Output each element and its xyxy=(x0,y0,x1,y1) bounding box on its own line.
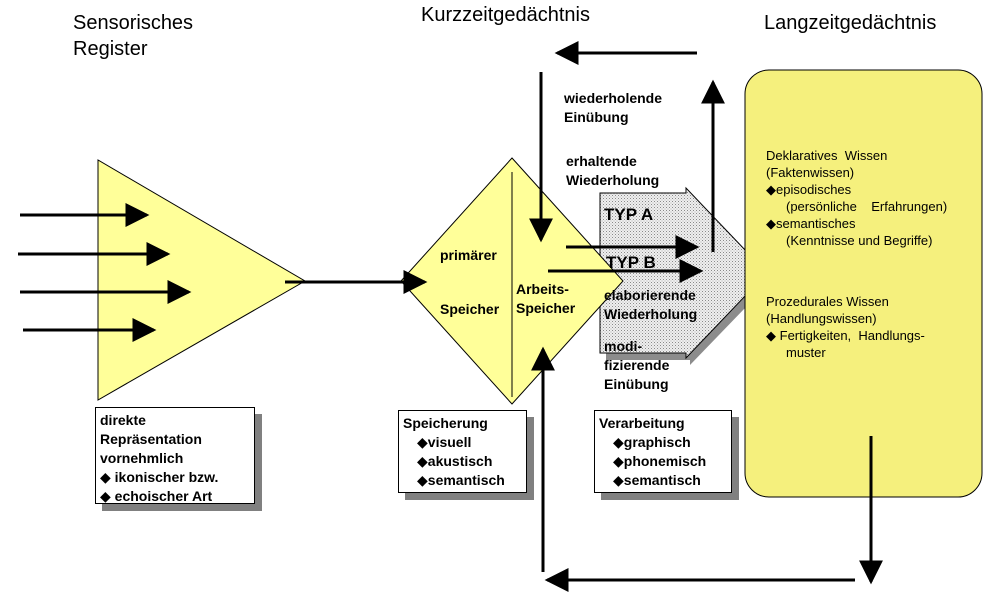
sensory-description-box: direkte Repräsentation vornehmlich ◆ iko… xyxy=(95,407,255,504)
processing-box-title: Verarbeitung xyxy=(599,415,685,431)
working-memory-label-1: Arbeits- xyxy=(516,281,569,297)
procedural-line-1: Prozedurales Wissen xyxy=(766,294,889,309)
storage-box-title: Speicherung xyxy=(403,415,488,431)
processing-item-1: ◆graphisch xyxy=(613,434,691,450)
storage-item-2: ◆akustisch xyxy=(417,453,493,469)
heading-sensory-line-2: Register xyxy=(73,38,148,60)
maintenance-line-1: erhaltende xyxy=(566,153,637,169)
rehearsal-label: wiederholende Einübung xyxy=(564,89,662,127)
modifying-line-1: modi- xyxy=(604,338,643,354)
processing-item-3: ◆semantisch xyxy=(613,472,701,488)
heading-short-term-memory: Kurzzeitgedächtnis xyxy=(421,4,590,26)
heading-sensory-line-1: Sensorisches xyxy=(73,12,194,34)
rehearsal-line-1: wiederholende xyxy=(564,90,663,106)
bullet-icon: ◆ xyxy=(766,328,776,343)
bullet-icon: ◆ xyxy=(417,453,428,469)
primary-memory-label-1: primärer xyxy=(440,247,497,263)
semantic-detail: (Kenntnisse und Begriffe) xyxy=(786,233,933,248)
storage-box: Speicherung ◆visuell ◆akustisch ◆semanti… xyxy=(398,410,527,493)
sensory-box-item-2: ◆ echoischer Art xyxy=(100,488,213,504)
maintenance-label: erhaltende Wiederholung xyxy=(566,152,659,190)
elaborative-line-1: elaborierende xyxy=(604,287,696,303)
bullet-icon: ◆ xyxy=(417,472,428,488)
declarative-line-2: (Faktenwissen) xyxy=(766,165,855,180)
elaborative-line-2: Wiederholung xyxy=(604,306,698,322)
type-b-label: TYP B xyxy=(606,253,656,272)
type-a-label: TYP A xyxy=(604,205,654,224)
semantic-item: ◆semantisches xyxy=(766,216,856,231)
modifying-line-3: Einübung xyxy=(604,376,669,392)
long-term-box xyxy=(744,69,983,498)
bullet-icon: ◆ xyxy=(100,469,111,485)
procedural-knowledge-block: Prozedurales Wissen (Handlungswissen) ◆ … xyxy=(766,293,925,361)
bullet-icon: ◆ xyxy=(613,472,624,488)
elaborative-label: elaborierende Wiederholung xyxy=(604,286,697,324)
skills-detail: muster xyxy=(786,345,826,360)
declarative-knowledge-block: Deklaratives Wissen (Faktenwissen) ◆epis… xyxy=(766,147,947,249)
sensory-box-line-1: direkte xyxy=(100,412,146,428)
bullet-icon: ◆ xyxy=(613,453,624,469)
sensory-box-line-3: vornehmlich xyxy=(100,450,184,466)
episodic-detail: (persönliche Erfahrungen) xyxy=(786,199,948,214)
episodic-item: ◆episodisches xyxy=(766,182,852,197)
bullet-icon: ◆ xyxy=(417,434,428,450)
sensory-register-triangle xyxy=(97,159,306,401)
modifying-label: modi- fizierende Einübung xyxy=(604,337,669,394)
bullet-icon: ◆ xyxy=(766,182,776,197)
declarative-line-1: Deklaratives Wissen xyxy=(766,148,888,163)
rehearsal-line-2: Einübung xyxy=(564,109,629,125)
modifying-line-2: fizierende xyxy=(604,357,670,373)
sensory-box-item-1: ◆ ikonischer bzw. xyxy=(100,469,219,485)
storage-item-1: ◆visuell xyxy=(417,434,472,450)
processing-item-2: ◆phonemisch xyxy=(613,453,707,469)
processing-box: Verarbeitung ◆graphisch ◆phonemisch ◆sem… xyxy=(594,410,732,493)
maintenance-line-2: Wiederholung xyxy=(566,172,660,188)
sensory-box-line-2: Repräsentation xyxy=(100,431,202,447)
working-memory-label-2: Speicher xyxy=(516,300,576,316)
skills-item: ◆ Fertigkeiten, Handlungs- xyxy=(766,328,925,343)
primary-memory-label-2: Speicher xyxy=(440,301,500,317)
bullet-icon: ◆ xyxy=(100,488,111,504)
bullet-icon: ◆ xyxy=(766,216,776,231)
bullet-icon: ◆ xyxy=(613,434,624,450)
procedural-line-2: (Handlungswissen) xyxy=(766,311,877,326)
heading-sensory-register: Sensorisches Register xyxy=(73,10,193,62)
heading-long-term-memory: Langzeitgedächtnis xyxy=(764,12,937,34)
storage-item-3: ◆semantisch xyxy=(417,472,505,488)
